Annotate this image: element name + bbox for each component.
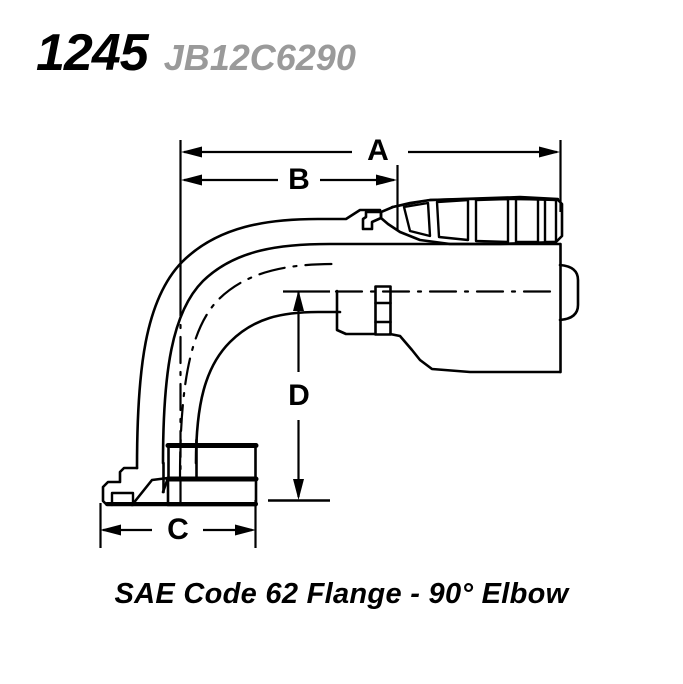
arrowhead-b-right [376, 174, 397, 186]
body-shoulder [558, 263, 580, 322]
ferrule-serration-2 [435, 198, 470, 242]
elbow-outer-wall-inner [161, 242, 562, 465]
body-step-profile [388, 332, 562, 374]
fitting-outline [101, 195, 580, 507]
elbow-inner-wall [194, 310, 342, 465]
arrowhead-c-left [100, 524, 121, 536]
ferrule-serration-3 [474, 197, 510, 244]
stem-nub [361, 210, 383, 231]
dimension-label-d: D [288, 379, 310, 412]
arrowhead-d-bottom [293, 479, 304, 500]
dimension-labels: A B C D [167, 134, 389, 546]
arrowhead-b-left [181, 174, 202, 186]
part-code: JB12C6290 [163, 37, 356, 78]
body-lower-profile [335, 289, 377, 336]
dimension-lines [99, 140, 562, 548]
elbow-outer-wall [135, 208, 382, 470]
ferrule-top-rim [390, 195, 560, 209]
part-number: 1245 [36, 24, 149, 82]
dimension-label-b: B [288, 163, 310, 196]
arrowhead-d-top [293, 290, 304, 311]
dimension-label-a: A [367, 134, 389, 167]
internal-feature-rect [374, 285, 392, 336]
arrowhead-a-right [539, 146, 560, 158]
ferrule-serration-4 [514, 197, 540, 244]
diagram-caption: SAE Code 62 Flange - 90° Elbow [114, 578, 569, 610]
ferrule-serration-1 [402, 201, 432, 238]
arrowhead-c-right [235, 524, 256, 536]
dimension-label-c: C [167, 513, 189, 546]
arrowhead-a-left [181, 146, 202, 158]
flange-foot-notch [110, 491, 135, 507]
title-row: 1245 JB12C6290 [36, 27, 356, 79]
ferrule-serration-5 [543, 197, 558, 244]
elbow-centerline-arc [178, 262, 338, 480]
